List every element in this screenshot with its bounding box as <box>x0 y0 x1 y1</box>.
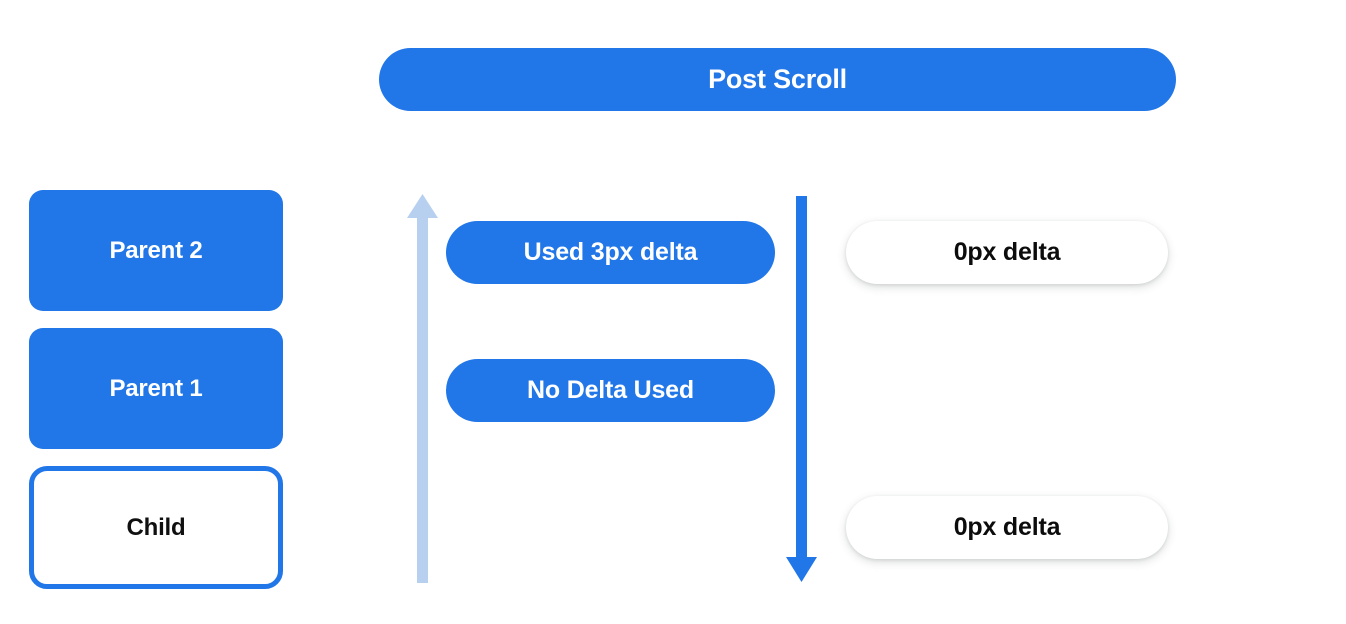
pill-used-3px-delta-label: Used 3px delta <box>523 238 698 266</box>
pill-no-delta-used: No Delta Used <box>446 359 775 422</box>
node-parent-1: Parent 1 <box>29 328 283 449</box>
node-child-label: Child <box>126 513 186 541</box>
node-parent-2-label: Parent 2 <box>109 236 203 264</box>
pill-zero-delta-top: 0px delta <box>846 221 1168 284</box>
bubble-up-arrow <box>407 194 438 583</box>
node-parent-2: Parent 2 <box>29 190 283 311</box>
pill-zero-delta-bottom-label: 0px delta <box>953 513 1061 541</box>
node-child: Child <box>29 466 283 589</box>
pill-zero-delta-top-label: 0px delta <box>953 238 1061 266</box>
post-scroll-header-label: Post Scroll <box>708 64 847 94</box>
dispatch-down-arrow <box>786 196 817 582</box>
pill-no-delta-used-label: No Delta Used <box>527 376 694 404</box>
pill-used-3px-delta: Used 3px delta <box>446 221 775 284</box>
node-parent-1-label: Parent 1 <box>109 374 203 402</box>
pill-zero-delta-bottom: 0px delta <box>846 496 1168 559</box>
post-scroll-header: Post Scroll <box>379 48 1176 111</box>
